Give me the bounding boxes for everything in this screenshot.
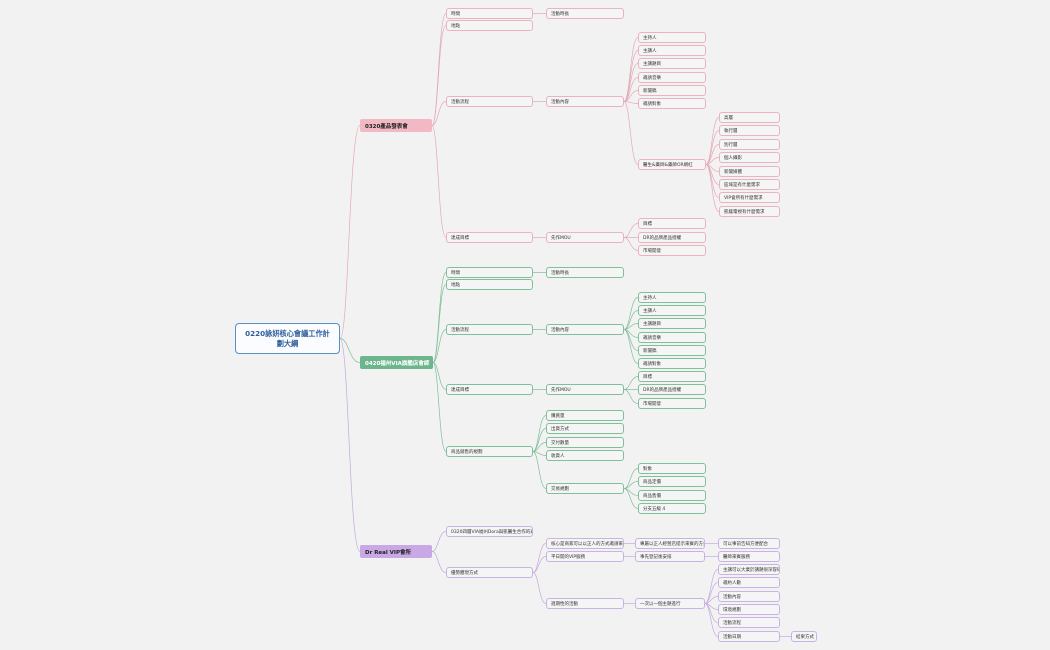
subtopic-1-0[interactable]: 時間 [446, 267, 533, 278]
subtopic-1-4-2[interactable]: 交付數量 [546, 437, 624, 448]
subtopic-0-2-0-6-4[interactable]: 新聞媒體 [719, 166, 780, 177]
subtopic-2-1-2[interactable]: 週期性的活動 [546, 598, 624, 609]
branch-topic-0[interactable]: 0320產品發表會 [360, 119, 432, 132]
subtopic-0-2-0-6-6[interactable]: VIP會所有什麼需求 [719, 192, 780, 203]
subtopic-0-2[interactable]: 活動流程 [446, 96, 533, 107]
subtopic-1-3-0-0[interactable]: 目標 [638, 371, 706, 382]
subtopic-0-2-0-6-7[interactable]: 凱薩電視有什麼需求 [719, 206, 780, 217]
subtopic-1-2-0-5[interactable]: 邀請對象 [638, 358, 706, 369]
subtopic-1-4-4-0[interactable]: 對象 [638, 463, 706, 474]
subtopic-1-2-0-0[interactable]: 主持人 [638, 292, 706, 303]
subtopic-0-2-0-6-1[interactable]: 執行層 [719, 125, 780, 136]
subtopic-2-1-2-0-2[interactable]: 活動內容 [718, 591, 780, 602]
subtopic-0-2-0-2[interactable]: 主講題目 [638, 58, 706, 69]
subtopic-0-3-0-1[interactable]: DR的品牌產品授權 [638, 232, 706, 243]
subtopic-1-2-0-4[interactable]: 新聞稿 [638, 345, 706, 356]
subtopic-0-3-0-2[interactable]: 市場開發 [638, 245, 706, 256]
subtopic-2-1-0-0-0[interactable]: 可以事前告知方便配合 [718, 538, 780, 549]
subtopic-2-1[interactable]: 優勢體現方式 [446, 567, 533, 578]
subtopic-0-2-0[interactable]: 活動內容 [546, 96, 624, 107]
subtopic-0-2-0-0[interactable]: 主持人 [638, 32, 706, 43]
subtopic-1-0-0[interactable]: 活動時長 [546, 267, 624, 278]
subtopic-0-2-0-6-5[interactable]: 區域是有什麼需求 [719, 179, 780, 190]
subtopic-0-0[interactable]: 時間 [446, 8, 533, 19]
subtopic-2-1-2-0-5[interactable]: 活動日期 [718, 631, 780, 642]
subtopic-2-0[interactable]: 0320四層VIA福州Dora與凱醫生合作的邀請 [446, 526, 533, 537]
subtopic-1-4-1[interactable]: 出貨方式 [546, 423, 624, 434]
subtopic-2-1-2-0-3[interactable]: 環境規劃 [718, 604, 780, 615]
subtopic-2-1-1[interactable]: 平日開的VIP服務 [546, 551, 624, 562]
subtopic-1-4-4[interactable]: 交易規劃 [546, 483, 624, 494]
subtopic-1-4-3[interactable]: 收貨人 [546, 450, 624, 461]
subtopic-2-1-1-0[interactable]: 事先登記後安排 [635, 551, 705, 562]
subtopic-1-4-4-3[interactable]: 分支五級 4 [638, 503, 706, 514]
subtopic-1-4[interactable]: 商品銷售的規劃 [446, 446, 533, 457]
subtopic-0-2-0-6-2[interactable]: 別行層 [719, 139, 780, 150]
subtopic-2-1-2-0-1[interactable]: 邀約人數 [718, 577, 780, 588]
subtopic-1-2[interactable]: 活動流程 [446, 324, 533, 335]
subtopic-1-2-0-3[interactable]: 邀請音樂 [638, 332, 706, 343]
subtopic-2-1-2-0[interactable]: 一次以一個主題進行 [635, 598, 705, 609]
subtopic-1-2-0-1[interactable]: 主講人 [638, 305, 706, 316]
subtopic-2-1-2-0-5-0[interactable]: 結果方式 [791, 631, 817, 642]
subtopic-1-4-4-1[interactable]: 商品定價 [638, 476, 706, 487]
subtopic-2-1-0-0[interactable]: 專屬以正人經營店提示來賓的方式 [635, 538, 705, 549]
subtopic-1-2-0[interactable]: 活動內容 [546, 324, 624, 335]
subtopic-1-2-0-2[interactable]: 主講題目 [638, 318, 706, 329]
subtopic-1-3[interactable]: 達成目標 [446, 384, 533, 395]
subtopic-2-1-1-0-0[interactable]: 醫師來賓服務 [718, 551, 780, 562]
subtopic-2-1-2-0-0[interactable]: 主講可以大業於講題很深容研 [718, 564, 780, 575]
branch-topic-1[interactable]: 0420福州VIA旗艦店會師 [360, 356, 433, 369]
subtopic-1-3-0-1[interactable]: DR的品牌產品授權 [638, 384, 706, 395]
subtopic-1-1[interactable]: 地點 [446, 279, 533, 290]
subtopic-0-1[interactable]: 地點 [446, 20, 533, 31]
subtopic-0-0-0[interactable]: 活動時長 [546, 8, 624, 19]
subtopic-0-3-0[interactable]: 先作MOU [546, 232, 624, 243]
subtopic-1-4-0[interactable]: 購買量 [546, 410, 624, 421]
subtopic-1-3-0[interactable]: 先作MOU [546, 384, 624, 395]
subtopic-0-3-0-0[interactable]: 目標 [638, 218, 706, 229]
subtopic-0-2-0-6-3[interactable]: 個人攝影 [719, 152, 780, 163]
branch-topic-2[interactable]: Dr Real VIP會所 [360, 545, 432, 558]
subtopic-0-2-0-6-0[interactable]: 高層 [719, 112, 780, 123]
subtopic-2-1-0[interactable]: 核心是商家可以以正人的方式邀請來賓 [546, 538, 624, 549]
subtopic-0-2-0-6[interactable]: 醫生&藥師&藥師OR網紅 [638, 159, 706, 170]
root-topic[interactable]: 0220詠妍核心會議工作計劃大綱 [235, 323, 340, 354]
subtopic-0-2-0-1[interactable]: 主講人 [638, 45, 706, 56]
subtopic-0-3[interactable]: 達成目標 [446, 232, 533, 243]
subtopic-2-1-2-0-4[interactable]: 活動流程 [718, 617, 780, 628]
subtopic-0-2-0-3[interactable]: 邀請音樂 [638, 72, 706, 83]
subtopic-1-4-4-2[interactable]: 商品售價 [638, 490, 706, 501]
subtopic-1-3-0-2[interactable]: 市場開發 [638, 398, 706, 409]
subtopic-0-2-0-5[interactable]: 邀請對象 [638, 98, 706, 109]
subtopic-0-2-0-4[interactable]: 新聞稿 [638, 85, 706, 96]
